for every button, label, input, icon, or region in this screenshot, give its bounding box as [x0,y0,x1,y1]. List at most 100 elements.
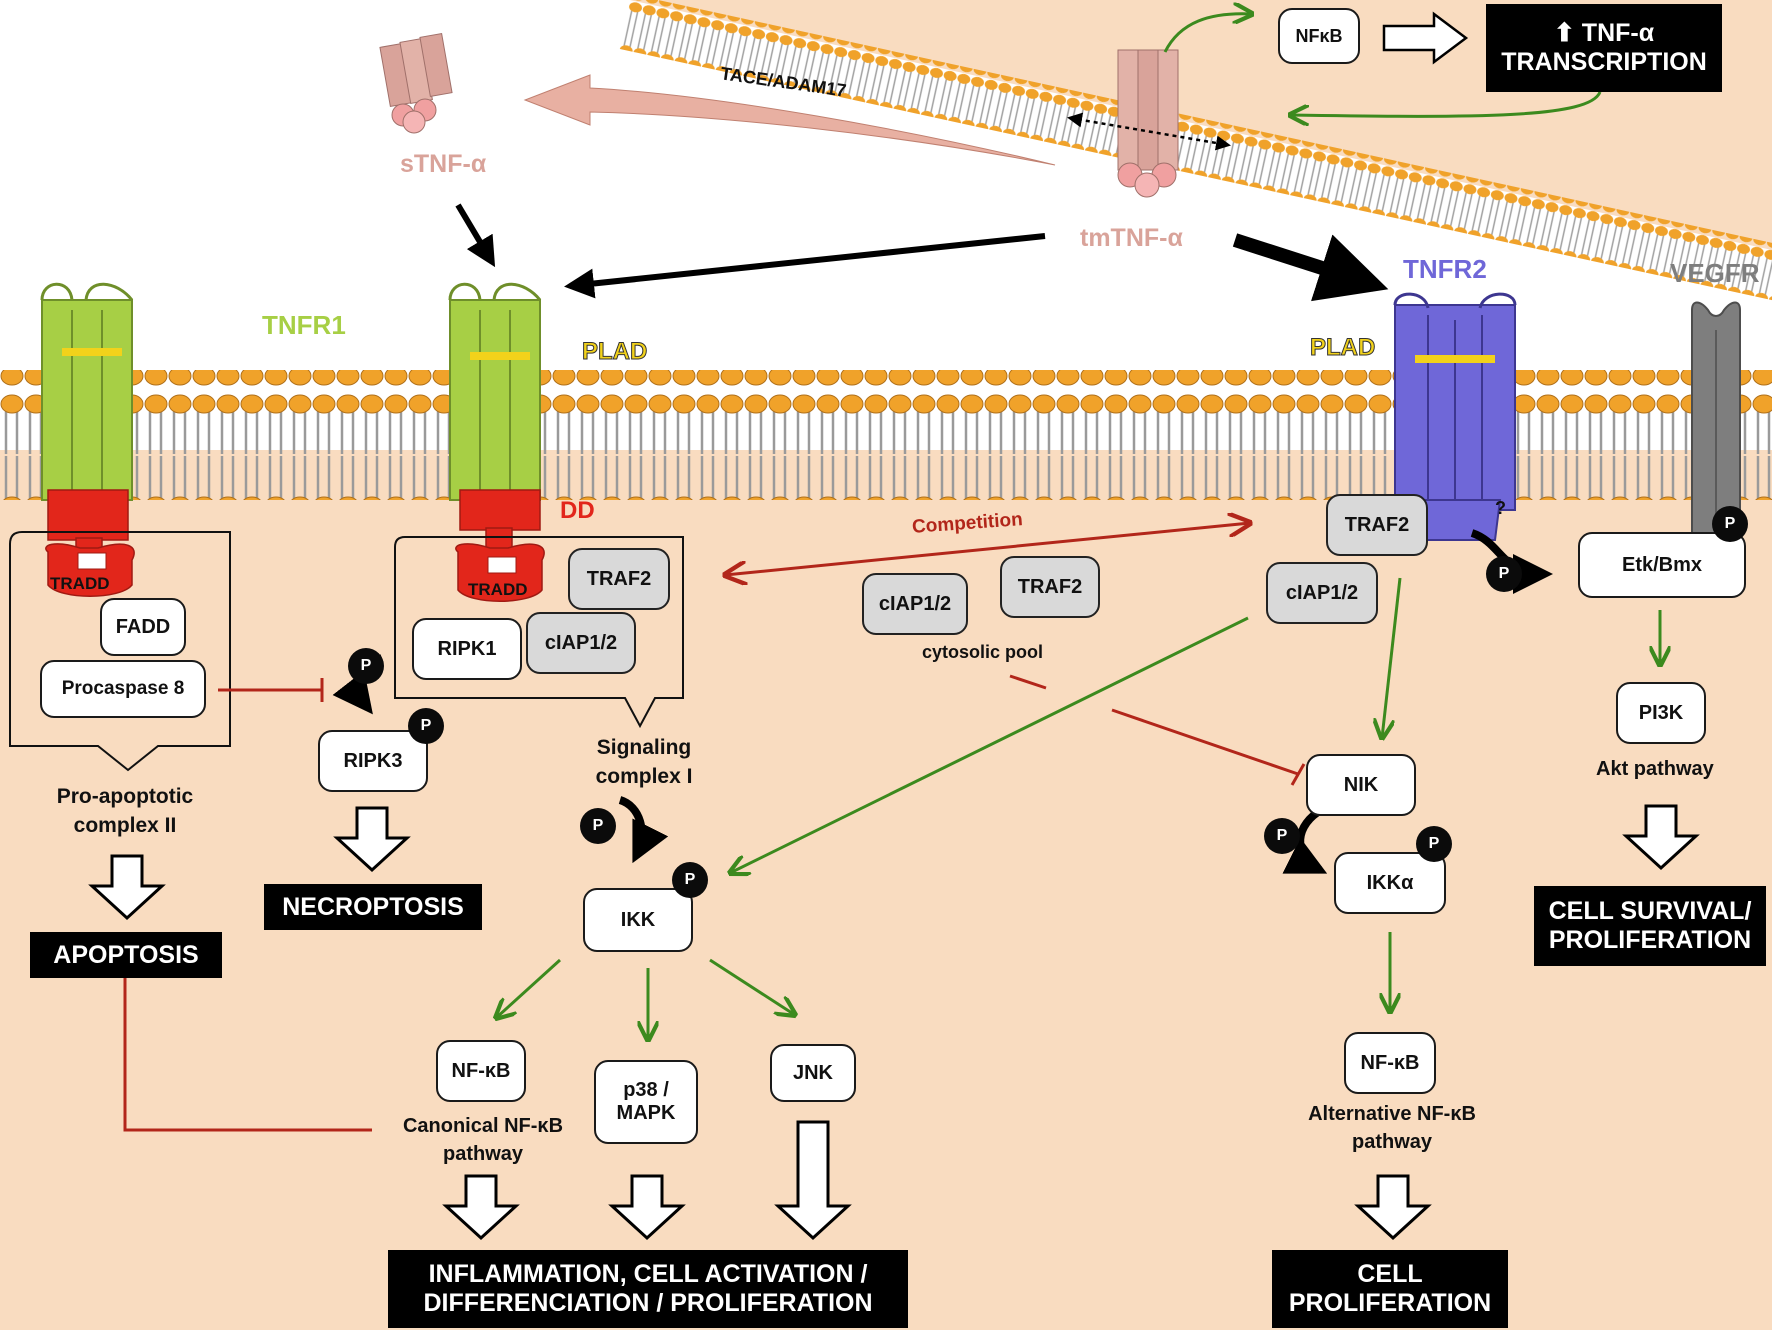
ikk-to-jnk-arrow [709,958,795,1015]
phospho-dot-ikka: P [1416,826,1452,862]
transcription-line2: TRANSCRIPTION [1501,48,1707,76]
ikka-box: IKKα [1334,852,1446,914]
to-necroptosis-arrow [333,806,411,873]
p38-line2: MAPK [616,1102,676,1124]
phospho-dot-ikk: P [672,862,708,898]
unknown-mechanism-mark: ? [1495,498,1506,518]
tradd-left: TRADD [50,574,110,593]
inflammation-line1: INFLAMMATION, CELL ACTIVATION / [428,1260,868,1289]
vegfr-label: VEGFR [1670,258,1760,288]
tmtnf-to-tnfr2-arrow [1232,233,1389,302]
ikk-box: IKK [583,888,693,952]
tnf-transcription-box: ⬆ TNF-α TRANSCRIPTION [1486,4,1722,92]
jnk-box: JNK [770,1044,856,1102]
complex-ii-callout [9,531,231,772]
traf2-complex-i-box: TRAF2 [568,548,670,610]
ciap-to-ikk-arrow [730,616,1249,873]
tnfr2-label: TNFR2 [1403,254,1487,284]
alternative-outcome-arrow [1354,1174,1432,1241]
stnf-to-tnfr1-arrow [455,203,496,268]
tnfr1-receptor-left [40,282,135,597]
complex-i-label: Signaling complex I [574,733,714,792]
tmtnf-label: tmTNF-α [1080,224,1183,252]
p38-mapk-box: p38 / MAPK [594,1060,698,1144]
nik-phospho-ikka-arrow [1282,808,1328,874]
survival-line2: PROLIFERATION [1548,926,1752,954]
inflammation-outcome: INFLAMMATION, CELL ACTIVATION / DIFFEREN… [388,1250,908,1328]
canonical-pathway-label: Canonical NF-κB pathway [398,1112,568,1168]
phospho-dot-nik: P [1264,818,1300,854]
stnf-label: sTNF-α [400,150,487,178]
transcription-line1: ⬆ TNF-α [1553,19,1655,48]
nfkb-to-transcription-arrow [1382,11,1469,65]
transcription-feedback-arrow [1290,91,1602,116]
cell-prolif-line2: PROLIFERATION [1288,1289,1492,1317]
akt-outcome-arrow [1622,804,1700,871]
pool-inhibits-nik-seg2 [1111,708,1299,776]
nfkb-reverse-box: NFκB [1278,8,1360,64]
traf2-tnfr2-box: TRAF2 [1326,494,1428,556]
traf2-pool-box: TRAF2 [1000,556,1100,618]
canonical-label-line1: Canonical NF-κB [402,1115,564,1137]
phospho-dot-ripk3: P [408,708,444,744]
tnfr1-label: TNFR1 [262,310,346,340]
pool-inhibits-nik-seg1 [1009,674,1047,690]
ciap-pool-box: cIAP1/2 [862,573,968,635]
procaspase-box: Procaspase 8 [40,660,206,718]
phospho-dot-etk-donor: P [1486,556,1522,592]
phospho-dot-ripk1: P [348,648,384,684]
tnfr1-receptor-complex-i [448,282,545,602]
cell-survival-outcome: CELL SURVIVAL/ PROLIFERATION [1534,886,1766,966]
tmtnf-to-tnfr1-arrow [564,233,1046,299]
alternative-pathway-label: Alternative NF-κB pathway [1298,1100,1486,1156]
necroptosis-outcome: NECROPTOSIS [264,884,482,930]
reverse-signaling-arrow [1163,14,1252,53]
tmtnf-trimer [1117,49,1179,198]
akt-pathway-label: Akt pathway [1596,758,1714,780]
tradd-complex-i: TRADD [468,580,528,599]
traf2-to-nik-arrow [1382,577,1402,738]
cell-prolif-line1: CELL [1357,1260,1423,1289]
survival-line1: CELL SURVIVAL/ [1548,897,1752,926]
stnf-trimer [379,32,453,134]
etk-bmx-box: Etk/Bmx [1578,532,1746,598]
complex-ii-label-line1: Pro-apoptotic [56,785,194,808]
inflammation-line2: DIFFERENCIATION / PROLIFERATION [423,1289,873,1317]
canonical-outcome-arrow [442,1174,520,1241]
diagonal-membrane [619,0,1772,309]
ikk-to-nfkb-arrow [496,958,562,1018]
tace-arrow [523,74,1056,166]
to-apoptosis-arrow [88,854,166,921]
competition-arrow [725,523,1250,575]
p38-outcome-arrow [608,1174,686,1241]
alternative-label-line2: pathway [1351,1131,1433,1153]
complex-i-label-line1: Signaling [596,736,692,759]
ciap-tnfr2-box: cIAP1/2 [1266,562,1378,624]
tmtnf-signaling-dotted-arrow [1067,112,1231,151]
jnk-outcome-arrow [774,1120,852,1241]
complex-ii-label: Pro-apoptotic complex II [40,782,210,841]
nfkb-canonical-box: NF-κB [436,1040,526,1102]
complex-i-callout [394,536,684,729]
canonical-label-line2: pathway [442,1143,524,1165]
alternative-label-line1: Alternative NF-κB [1308,1103,1476,1125]
phospho-dot-vegfr: P [1712,506,1748,542]
phospho-ikk-arrow [618,796,669,864]
vegfr-receptor [1691,301,1741,541]
nik-box: NIK [1306,754,1416,816]
ripk3-box: RIPK3 [318,730,428,792]
ciap-complex-i-box: cIAP1/2 [526,612,636,674]
cytosolic-pool-label: cytosolic pool [922,642,1044,662]
nfkb-inhibits-apoptosis [123,970,372,1132]
plad-label-tnfr1: PLAD [581,338,648,366]
pi3k-box: PI3K [1616,682,1706,744]
plad-label-tnfr2: PLAD [1309,334,1376,362]
cell-proliferation-outcome: CELL PROLIFERATION [1272,1250,1508,1328]
complex-i-label-line2: complex I [595,765,693,789]
complex-ii-label-line2: complex II [73,814,177,838]
p38-line1: p38 / [623,1079,669,1101]
apoptosis-outcome: APOPTOSIS [30,932,222,978]
nfkb-alternative-box: NF-κB [1344,1032,1436,1094]
